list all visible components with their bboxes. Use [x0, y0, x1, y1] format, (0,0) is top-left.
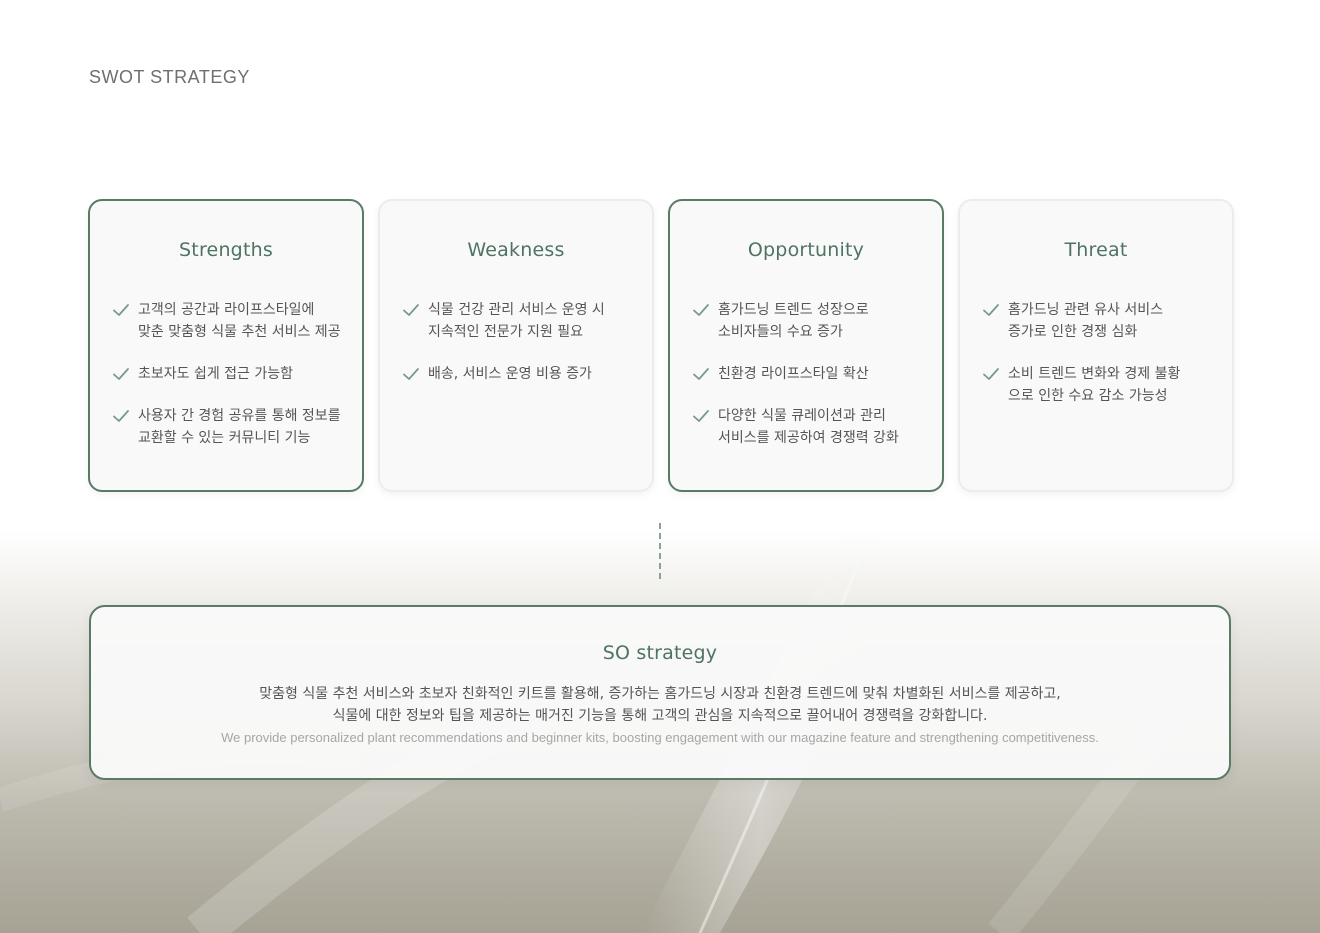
so-strategy-english: We provide personalized plant recommenda… — [221, 730, 1099, 745]
list-item: 배송, 서비스 운영 비용 증가 — [402, 363, 638, 385]
so-strategy-box: SO strategy 맞춤형 식물 추천 서비스와 초보자 친화적인 키트를 … — [89, 605, 1231, 780]
strengths-card: Strengths 고객의 공간과 라이프스타일에 맞춘 맞춤형 식물 추천 서… — [88, 199, 364, 492]
list-item: 사용자 간 경험 공유를 통해 정보를 교환할 수 있는 커뮤니티 기능 — [112, 405, 348, 449]
check-icon — [693, 368, 709, 380]
page-title: SWOT STRATEGY — [89, 67, 250, 87]
card-title: Strengths — [179, 239, 273, 261]
list-item-text: 초보자도 쉽게 접근 가능함 — [138, 366, 294, 382]
list-item-text: 홈가드닝 트렌드 성장으로 소비자들의 수요 증가 — [718, 302, 869, 340]
list-item-text: 배송, 서비스 운영 비용 증가 — [428, 366, 592, 382]
list-item: 다양한 식물 큐레이션과 관리 서비스를 제공하여 경쟁력 강화 — [692, 405, 928, 449]
check-icon — [983, 304, 999, 316]
check-icon — [693, 304, 709, 316]
list-item: 홈가드닝 관련 유사 서비스 증가로 인한 경쟁 심화 — [982, 299, 1218, 343]
list-item: 고객의 공간과 라이프스타일에 맞춘 맞춤형 식물 추천 서비스 제공 — [112, 299, 348, 343]
card-title: Threat — [1064, 239, 1128, 261]
list-item: 초보자도 쉽게 접근 가능함 — [112, 363, 348, 385]
list-item-text: 식물 건강 관리 서비스 운영 시 지속적인 전문가 지원 필요 — [428, 302, 605, 340]
list-item-text: 다양한 식물 큐레이션과 관리 서비스를 제공하여 경쟁력 강화 — [718, 408, 899, 446]
list-item: 소비 트렌드 변화와 경제 불황 으로 인한 수요 감소 가능성 — [982, 363, 1218, 407]
swot-cards: Strengths 고객의 공간과 라이프스타일에 맞춘 맞춤형 식물 추천 서… — [88, 199, 1234, 492]
card-title: Opportunity — [747, 239, 865, 261]
list-item: 친환경 라이프스타일 확산 — [692, 363, 928, 385]
check-icon — [403, 368, 419, 380]
list-item-text: 소비 트렌드 변화와 경제 불황 으로 인한 수요 감소 가능성 — [1008, 366, 1181, 404]
list-item-text: 고객의 공간과 라이프스타일에 맞춘 맞춤형 식물 추천 서비스 제공 — [138, 302, 341, 340]
check-icon — [113, 368, 129, 380]
so-strategy-title: SO strategy — [602, 642, 718, 664]
card-title: Weakness — [467, 239, 565, 261]
dashed-connector — [659, 523, 661, 579]
check-icon — [403, 304, 419, 316]
check-icon — [113, 304, 129, 316]
check-icon — [693, 410, 709, 422]
list-item: 식물 건강 관리 서비스 운영 시 지속적인 전문가 지원 필요 — [402, 299, 638, 343]
list-item-text: 사용자 간 경험 공유를 통해 정보를 교환할 수 있는 커뮤니티 기능 — [138, 408, 341, 446]
list-item: 홈가드닝 트렌드 성장으로 소비자들의 수요 증가 — [692, 299, 928, 343]
weakness-card: Weakness 식물 건강 관리 서비스 운영 시 지속적인 전문가 지원 필… — [378, 199, 654, 492]
list-item-text: 친환경 라이프스타일 확산 — [718, 366, 869, 382]
list-item-text: 홈가드닝 관련 유사 서비스 증가로 인한 경쟁 심화 — [1008, 302, 1164, 340]
so-strategy-description: 맞춤형 식물 추천 서비스와 초보자 친화적인 키트를 활용해, 증가하는 홈가… — [259, 686, 1061, 724]
check-icon — [983, 368, 999, 380]
check-icon — [113, 410, 129, 422]
